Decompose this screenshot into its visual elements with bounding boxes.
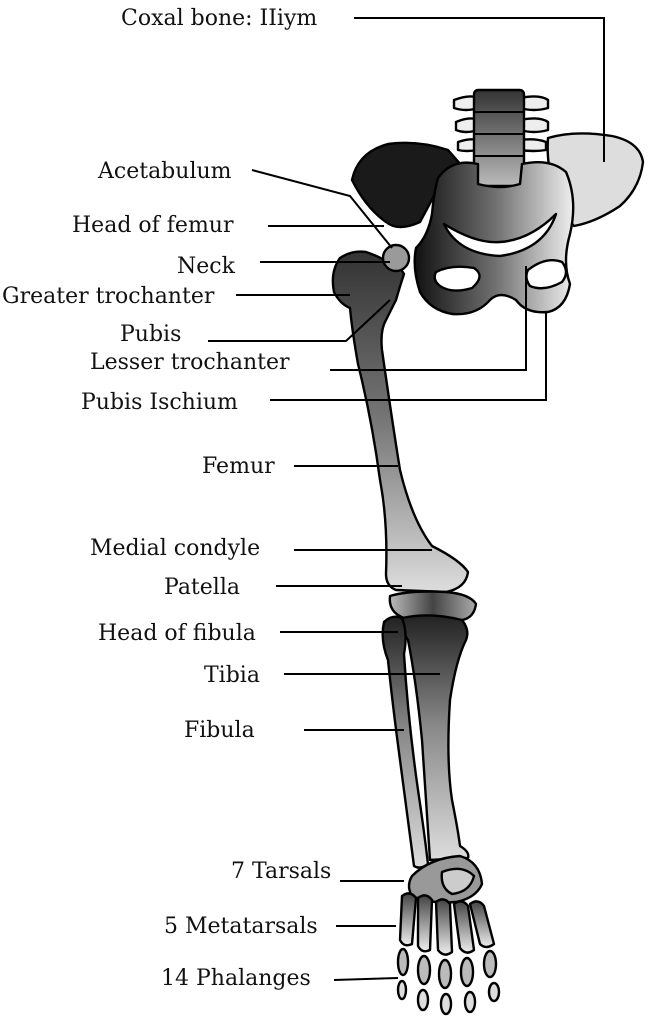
- label-tarsals: 7 Tarsals: [231, 859, 331, 884]
- leader-lines: [208, 17, 605, 981]
- label-fibula: Fibula: [184, 718, 255, 743]
- metatarsal-bones: [398, 892, 496, 956]
- labels: Coxal bone: IIiym Acetabulum Head of fem…: [2, 6, 331, 991]
- label-phalanges: 14 Phalanges: [161, 966, 311, 991]
- right-obturator-foramen: [525, 259, 568, 290]
- phalanx-bones: [396, 947, 501, 1016]
- tibia-bone: [400, 614, 470, 862]
- leader-pubis-ischium: [270, 312, 547, 401]
- label-metatarsals: 5 Metatarsals: [164, 914, 318, 939]
- label-lesser-trochanter: Lesser trochanter: [90, 350, 290, 375]
- vertebral-column: [452, 88, 550, 188]
- bones: [331, 88, 645, 1016]
- label-coxal-bone: Coxal bone: IIiym: [121, 6, 317, 31]
- leader-coxal-bone: [354, 17, 605, 162]
- label-patella: Patella: [164, 575, 240, 600]
- label-pubis-ischium: Pubis Ischium: [81, 390, 238, 415]
- label-head-of-femur: Head of femur: [72, 213, 234, 238]
- leader-lesser-trochanter: [330, 266, 527, 371]
- leader-acetabulum: [251, 169, 393, 249]
- label-medial-condyle: Medial condyle: [90, 536, 260, 561]
- label-pubis: Pubis: [120, 322, 181, 347]
- leader-phalanges: [333, 977, 399, 981]
- label-head-of-fibula: Head of fibula: [98, 621, 256, 646]
- label-greater-trochanter: Greater trochanter: [2, 284, 215, 309]
- leader-pubis: [208, 299, 391, 342]
- left-obturator-foramen: [433, 265, 481, 292]
- label-acetabulum: Acetabulum: [97, 159, 232, 184]
- label-neck: Neck: [177, 254, 236, 279]
- label-tibia: Tibia: [204, 663, 260, 688]
- label-femur: Femur: [202, 454, 275, 479]
- femoral-head: [381, 243, 411, 273]
